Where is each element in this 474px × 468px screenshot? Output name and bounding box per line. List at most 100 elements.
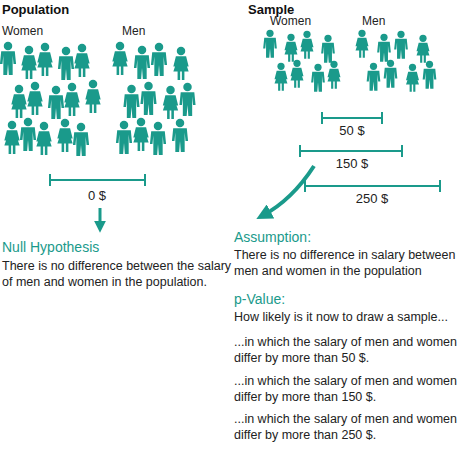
body-text: ...in which the salary of men and women … bbox=[234, 334, 470, 367]
person-icon bbox=[417, 35, 430, 63]
person-body bbox=[48, 95, 64, 119]
heading: p-Value: bbox=[234, 290, 470, 308]
person-body bbox=[134, 55, 150, 79]
person-icon bbox=[406, 64, 419, 92]
person-head bbox=[303, 31, 310, 38]
person-icon bbox=[291, 60, 304, 88]
person-head bbox=[177, 47, 186, 56]
person-icon bbox=[58, 47, 74, 80]
person-head bbox=[24, 118, 33, 127]
person-head bbox=[419, 35, 426, 42]
person-body bbox=[0, 51, 16, 75]
person-body bbox=[417, 43, 430, 63]
person-body bbox=[291, 68, 304, 88]
person-icon bbox=[140, 82, 156, 115]
person-body bbox=[11, 94, 26, 118]
person-head bbox=[166, 86, 175, 95]
heading: Null Hypothesis bbox=[2, 238, 234, 256]
person-head bbox=[62, 47, 71, 56]
person-icon bbox=[0, 42, 16, 75]
person-head bbox=[40, 122, 49, 131]
person-body bbox=[85, 89, 100, 113]
person-icon bbox=[116, 121, 132, 154]
difference-label: 250 $ bbox=[354, 191, 391, 208]
person-icon bbox=[301, 31, 314, 59]
person-head bbox=[176, 119, 185, 128]
group-label: Women bbox=[2, 24, 43, 40]
person-icon bbox=[394, 31, 408, 59]
person-body bbox=[21, 55, 36, 79]
person-icon bbox=[163, 86, 178, 119]
person-icon bbox=[133, 118, 148, 151]
person-head bbox=[287, 34, 294, 41]
person-body bbox=[36, 131, 51, 155]
difference-label: 0 $ bbox=[86, 188, 108, 205]
text-column: Assumption:There is no difference in sal… bbox=[234, 228, 470, 444]
body-text: ...in which the salary of men and women … bbox=[234, 373, 470, 406]
person-icon bbox=[150, 122, 166, 155]
person-icon bbox=[123, 85, 139, 118]
person-head bbox=[25, 46, 34, 55]
person-body bbox=[74, 53, 89, 77]
person-body bbox=[64, 92, 79, 116]
difference-bracket bbox=[50, 174, 145, 186]
text-column: Null HypothesisThere is no difference be… bbox=[2, 238, 234, 291]
person-head bbox=[370, 63, 377, 70]
person-head bbox=[293, 60, 300, 67]
person-icon bbox=[321, 35, 335, 63]
person-icon bbox=[48, 86, 64, 119]
person-icon bbox=[311, 64, 325, 92]
person-head bbox=[138, 46, 147, 55]
person-head bbox=[15, 85, 24, 94]
person-body bbox=[173, 56, 188, 80]
person-body bbox=[328, 69, 341, 89]
person-icon bbox=[275, 63, 288, 91]
person-icon bbox=[112, 42, 127, 75]
person-icon bbox=[423, 61, 437, 89]
person-head bbox=[266, 30, 273, 37]
person-body bbox=[423, 69, 437, 89]
heading: Assumption: bbox=[234, 228, 470, 246]
person-head bbox=[8, 121, 17, 130]
person-body bbox=[4, 130, 19, 154]
person-head bbox=[397, 31, 404, 38]
person-icon bbox=[64, 83, 79, 116]
person-head bbox=[89, 80, 98, 89]
difference-label: 50 $ bbox=[337, 123, 366, 140]
person-icon bbox=[85, 80, 100, 113]
group-label: Women bbox=[270, 14, 311, 30]
person-body bbox=[112, 51, 127, 75]
person-body bbox=[377, 42, 391, 62]
person-icon bbox=[27, 82, 42, 115]
person-body bbox=[37, 52, 52, 76]
person-body bbox=[58, 56, 74, 80]
person-head bbox=[31, 82, 40, 91]
person-icon bbox=[74, 44, 89, 77]
person-body bbox=[367, 71, 381, 91]
person-icon bbox=[172, 119, 188, 152]
person-body bbox=[163, 95, 178, 119]
person-body bbox=[356, 38, 369, 58]
person-head bbox=[137, 118, 146, 127]
person-head bbox=[68, 83, 77, 92]
person-head bbox=[116, 42, 125, 51]
person-body bbox=[133, 127, 148, 151]
person-head bbox=[61, 119, 70, 128]
body-text: How likely is it now to draw a sample... bbox=[234, 309, 470, 325]
down-arrow bbox=[99, 208, 102, 228]
person-icon bbox=[384, 60, 398, 88]
person-icon bbox=[57, 119, 72, 152]
person-icon bbox=[285, 34, 298, 62]
person-head bbox=[78, 44, 87, 53]
person-head bbox=[277, 63, 284, 70]
person-head bbox=[314, 64, 321, 71]
person-head bbox=[380, 34, 387, 41]
person-body bbox=[406, 72, 419, 92]
person-head bbox=[409, 64, 416, 71]
person-body bbox=[57, 128, 72, 152]
difference-label: 150 $ bbox=[334, 156, 371, 173]
person-head bbox=[183, 83, 192, 92]
person-body bbox=[140, 91, 156, 115]
person-head bbox=[127, 85, 136, 94]
